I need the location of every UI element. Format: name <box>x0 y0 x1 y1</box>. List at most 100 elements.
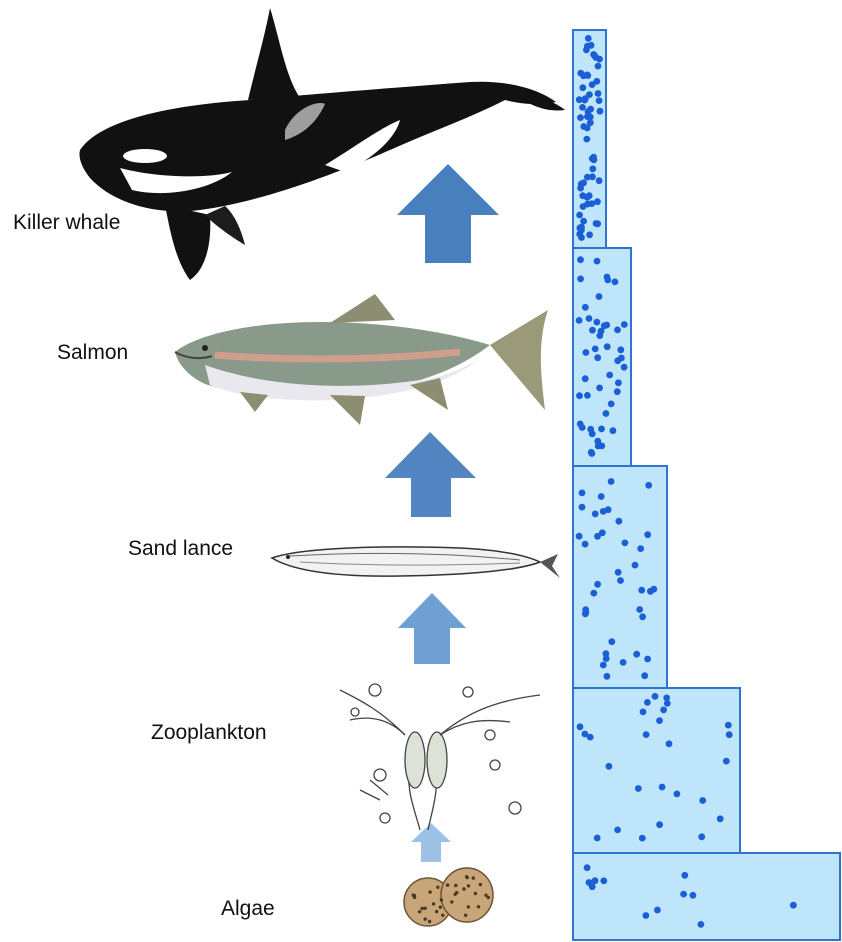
concentration-dot <box>576 533 583 540</box>
concentration-dot <box>589 450 596 457</box>
concentration-dot <box>576 317 583 324</box>
concentration-dot <box>600 662 607 669</box>
concentration-dot <box>699 797 706 804</box>
concentration-dot <box>632 562 639 569</box>
algae-cell-dot <box>435 910 438 913</box>
concentration-dot <box>598 493 605 500</box>
column-step-algae <box>573 853 840 940</box>
concentration-dot <box>612 279 619 286</box>
concentration-dot <box>644 699 651 706</box>
concentration-dot <box>594 354 601 361</box>
sand-lance-image <box>272 547 560 578</box>
algae-image <box>404 868 493 926</box>
concentration-dot <box>635 785 642 792</box>
concentration-dot <box>690 892 697 899</box>
zooplankton-image <box>340 684 540 830</box>
label-algae: Algae <box>221 897 275 921</box>
killer-whale-image <box>79 8 565 280</box>
concentration-dot <box>589 327 596 334</box>
concentration-dot <box>698 833 705 840</box>
concentration-dot <box>641 672 648 679</box>
concentration-dot <box>580 123 587 130</box>
concentration-dot <box>610 427 617 434</box>
concentration-dot <box>639 835 646 842</box>
concentration-dot <box>583 47 590 54</box>
concentration-dot <box>579 104 586 111</box>
concentration-dot <box>598 426 605 433</box>
concentration-dot <box>616 518 623 525</box>
concentration-dot <box>621 364 628 371</box>
concentration-dot <box>586 231 593 238</box>
algae-cell-dot <box>418 910 421 913</box>
concentration-dot <box>592 511 599 518</box>
concentration-dot <box>644 656 651 663</box>
concentration-dot <box>596 293 603 300</box>
concentration-dot <box>586 192 593 199</box>
concentration-dot <box>582 541 589 548</box>
arrow-up-icon <box>397 164 499 263</box>
concentration-dot <box>587 119 594 126</box>
concentration-dot <box>617 577 624 584</box>
concentration-dot <box>656 717 663 724</box>
concentration-dot <box>596 177 603 184</box>
concentration-dot <box>725 722 732 729</box>
concentration-dot <box>579 84 586 91</box>
algae-cell-dot <box>440 898 443 901</box>
concentration-dot <box>595 90 602 97</box>
column-step-sand-lance <box>573 466 667 688</box>
concentration-dot <box>608 401 615 408</box>
concentration-dot <box>622 540 629 547</box>
algae-cell-dot <box>467 905 470 908</box>
column-step-zooplankton <box>573 688 740 853</box>
algae-cell-dot <box>466 876 469 879</box>
concentration-dot <box>674 791 681 798</box>
algae-cell-dot <box>439 906 442 909</box>
concentration-dot <box>577 723 584 730</box>
concentration-dot <box>587 426 594 433</box>
concentration-dot <box>589 165 596 172</box>
concentration-column <box>573 30 840 940</box>
concentration-dot <box>596 332 603 339</box>
concentration-dot <box>643 912 650 919</box>
concentration-dot <box>596 97 603 104</box>
concentration-dot <box>614 327 621 334</box>
concentration-dot <box>585 108 592 115</box>
concentration-dot <box>666 740 673 747</box>
concentration-dot <box>584 864 591 871</box>
concentration-dot <box>639 613 646 620</box>
concentration-dot <box>582 375 589 382</box>
algae-cell-dot <box>441 914 444 917</box>
concentration-dot <box>637 545 644 552</box>
algae-cell-dot <box>477 905 480 908</box>
concentration-dot <box>659 784 666 791</box>
concentration-dot <box>577 256 584 263</box>
concentration-dot <box>589 883 596 890</box>
concentration-dot <box>596 385 603 392</box>
concentration-dot <box>603 650 610 657</box>
label-sand-lance: Sand lance <box>128 537 233 561</box>
concentration-dot <box>585 35 592 42</box>
algae-cell-dot <box>420 907 423 910</box>
concentration-dot <box>606 763 613 770</box>
concentration-dot <box>608 638 615 645</box>
concentration-dot <box>587 734 594 741</box>
arrow-up-icon <box>411 823 451 862</box>
algae-cell-dot <box>428 890 431 893</box>
algae-cell-dot <box>464 914 467 917</box>
concentration-dot <box>604 277 611 284</box>
algae-cell-dot <box>467 884 470 887</box>
concentration-dot <box>601 322 608 329</box>
concentration-dot <box>583 349 590 356</box>
algae-cell-dot <box>432 902 435 905</box>
label-salmon: Salmon <box>57 341 128 365</box>
algae-cell-dot <box>450 900 453 903</box>
concentration-dot <box>726 731 733 738</box>
concentration-dot <box>580 72 587 79</box>
algae-cell-dot <box>454 884 457 887</box>
concentration-dot <box>723 758 730 765</box>
concentration-dot <box>592 877 599 884</box>
algae-cell-dot <box>474 892 477 895</box>
concentration-dot <box>594 258 601 265</box>
concentration-dot <box>633 651 640 658</box>
